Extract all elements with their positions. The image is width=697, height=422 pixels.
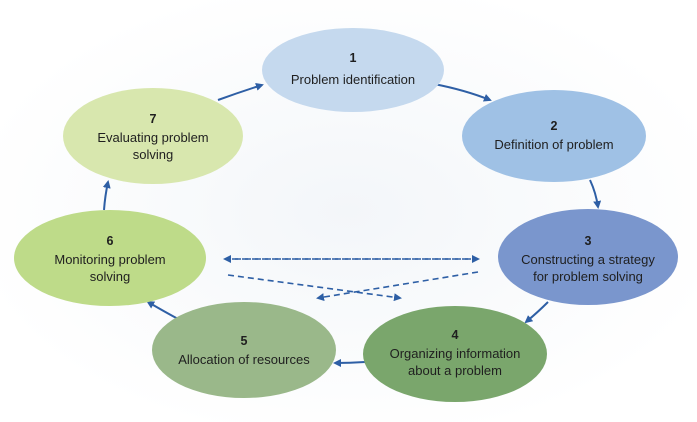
stage-6-label-line-2: solving xyxy=(90,269,130,284)
stage-5: 5 Allocation of resources xyxy=(152,302,336,398)
stage-3: 3 Constructing a strategy for problem so… xyxy=(498,209,678,305)
stage-7: 7 Evaluating problem solving xyxy=(63,88,243,184)
stage-1-number: 1 xyxy=(350,51,357,65)
cycle-arrows xyxy=(102,83,602,367)
stage-3-label-line-1: Constructing a strategy xyxy=(521,252,655,267)
arrow-6-to-7 xyxy=(102,180,111,211)
stage-4-ellipse xyxy=(363,306,547,402)
dashed-arrows xyxy=(223,255,480,302)
stage-2-ellipse xyxy=(462,90,646,182)
arrow-4-to-5 xyxy=(333,358,366,367)
stage-7-label-line-2: solving xyxy=(133,147,173,162)
stage-3-ellipse xyxy=(498,209,678,305)
stage-4: 4 Organizing information about a problem xyxy=(363,306,547,402)
arrow-3-to-4 xyxy=(524,301,549,324)
stage-7-number: 7 xyxy=(150,112,157,126)
stage-5-ellipse xyxy=(152,302,336,398)
arrow-1-to-2 xyxy=(433,83,492,102)
stage-2-label-line-1: Definition of problem xyxy=(494,137,613,152)
stage-6-number: 6 xyxy=(107,234,114,248)
dashed-arrow-6-to-4 xyxy=(227,274,402,302)
stage-6-ellipse xyxy=(14,210,206,306)
stage-1-label-line-1: Problem identification xyxy=(291,72,415,87)
stage-1: 1 Problem identification xyxy=(262,28,444,112)
arrow-2-to-3 xyxy=(589,179,602,209)
stage-6: 6 Monitoring problem solving xyxy=(14,210,206,306)
arrow-7-to-1 xyxy=(217,83,264,101)
stage-7-ellipse xyxy=(63,88,243,184)
stage-5-number: 5 xyxy=(241,334,248,348)
stage-3-label-line-2: for problem solving xyxy=(533,269,643,284)
stage-2: 2 Definition of problem xyxy=(462,90,646,182)
stage-4-label-line-2: about a problem xyxy=(408,363,502,378)
stage-4-label-line-1: Organizing information xyxy=(390,346,521,361)
stage-2-number: 2 xyxy=(551,119,558,133)
stage-1-ellipse xyxy=(262,28,444,112)
stage-4-number: 4 xyxy=(452,328,459,342)
stage-6-label-line-1: Monitoring problem xyxy=(54,252,165,267)
stage-3-number: 3 xyxy=(585,234,592,248)
stages: 1 Problem identification 2 Definition of… xyxy=(14,28,678,402)
dashed-arrow-3-to-5 xyxy=(316,271,479,301)
stage-7-label-line-1: Evaluating problem xyxy=(97,130,208,145)
stage-5-label-line-1: Allocation of resources xyxy=(178,352,310,367)
